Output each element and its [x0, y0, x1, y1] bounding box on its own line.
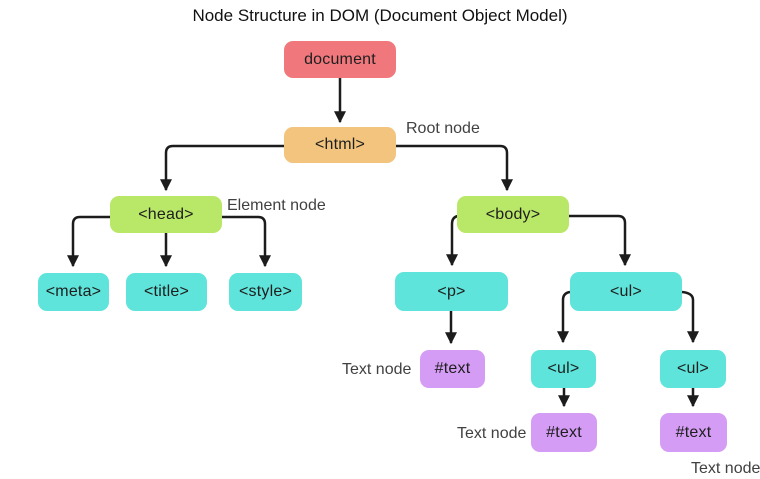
node-ul: <ul> — [570, 272, 682, 311]
node-head: <head> — [110, 196, 222, 233]
label-root-node: Root node — [406, 120, 480, 137]
connector-ul-ulleft — [556, 290, 571, 344]
label-element-node: Element node — [227, 197, 326, 214]
connector-ul-ulright — [681, 290, 700, 344]
node-text-left: #text — [531, 413, 597, 452]
node-document: document — [284, 41, 396, 78]
node-p: <p> — [395, 272, 508, 311]
node-text-right: #text — [660, 413, 727, 452]
label-text-node-p: Text node — [342, 361, 412, 378]
node-title: <title> — [126, 273, 207, 311]
connector-html-body — [396, 144, 514, 192]
node-meta: <meta> — [38, 273, 109, 311]
label-text-node-right: Text node — [691, 460, 760, 477]
connector-head-meta — [66, 215, 110, 268]
diagram-title: Node Structure in DOM (Document Object M… — [192, 6, 568, 25]
node-ul-right: <ul> — [660, 350, 726, 388]
node-text-p: #text — [420, 350, 485, 388]
connector-head-style — [222, 215, 272, 268]
connector-body-ul — [569, 214, 632, 267]
connector-body-p — [445, 214, 459, 267]
label-text-node-left: Text node — [457, 425, 527, 442]
node-ul-left: <ul> — [531, 350, 596, 388]
node-body: <body> — [457, 196, 569, 233]
connector-html-head — [159, 144, 284, 192]
node-style: <style> — [229, 273, 302, 311]
node-html: <html> — [284, 127, 396, 163]
